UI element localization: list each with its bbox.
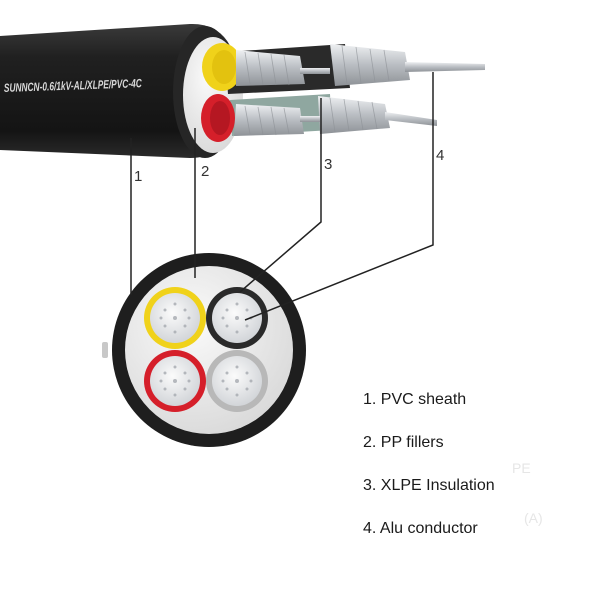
legend: 1. PVC sheath 2. PP fillers 3. XLPE Insu… [363,389,593,561]
insulation-red-inner [210,101,230,135]
faded-text-pe: PE [512,460,531,476]
legend-item-pvc-sheath: 1. PVC sheath [363,391,467,408]
cable-cross-section [102,253,306,447]
leader-line-3 [239,98,322,293]
leader-line-4 [244,72,434,321]
callout-2: 2 [201,163,210,180]
pp-filler-section [125,266,293,434]
legend-item-alu-conductor: 4. Alu conductor [363,520,478,537]
callout-1: 1 [134,168,143,185]
faded-text-a: (A) [524,510,543,526]
legend-item-xlpe-insulation: 3. XLPE Insulation [363,477,495,494]
callout-3: 3 [324,156,333,173]
cable-print-text: SUNNCN-0.6/1kV-AL/XLPE/PVC-4C [4,76,143,95]
sheath-nub [102,342,108,358]
cable-side-view [0,23,485,159]
callout-4: 4 [436,147,445,164]
alu-conductors-side [234,44,485,136]
insulation-yellow-inner [212,50,236,84]
legend-item-pp-fillers: 2. PP fillers [363,434,444,451]
conductor-strand-texture [159,302,253,397]
leader-lines [130,72,434,321]
